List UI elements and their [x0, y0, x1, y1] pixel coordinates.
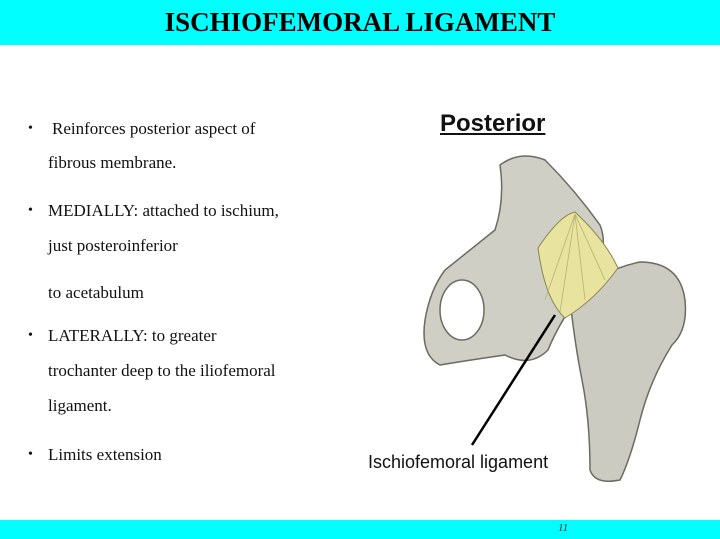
slide-title: ISCHIOFEMORAL LIGAMENT	[164, 7, 556, 37]
bullet-icon: •	[28, 203, 33, 218]
femur	[569, 261, 687, 482]
title-bar	[0, 0, 720, 45]
bullet-text: LATERALLY: to greater	[48, 326, 217, 345]
bullet-text: trochanter deep to the iliofemoral	[48, 361, 276, 380]
ischiofemoral-ligament	[537, 211, 619, 319]
bullet-text: ligament.	[48, 396, 112, 415]
bullet-icon: •	[28, 121, 33, 136]
bullet-text: MEDIALLY: attached to ischium,	[48, 201, 279, 220]
bullet-icon: •	[28, 328, 33, 343]
bullet-text: to acetabulum	[48, 283, 144, 302]
figure-label: Ischiofemoral ligament	[368, 452, 549, 472]
bullet-icon: •	[28, 447, 33, 462]
bullet-text: just posteroinferior	[48, 236, 178, 255]
pointer-line	[470, 314, 557, 446]
footer-bar	[0, 520, 720, 539]
bullet-text: Limits extension	[48, 445, 162, 464]
obturator-foramen	[439, 279, 485, 341]
bullet-text: Reinforces posterior aspect of	[52, 119, 256, 138]
figure-heading: Posterior	[440, 110, 546, 137]
bullet-text: fibrous membrane.	[48, 153, 177, 172]
page-number: 11	[558, 522, 569, 534]
